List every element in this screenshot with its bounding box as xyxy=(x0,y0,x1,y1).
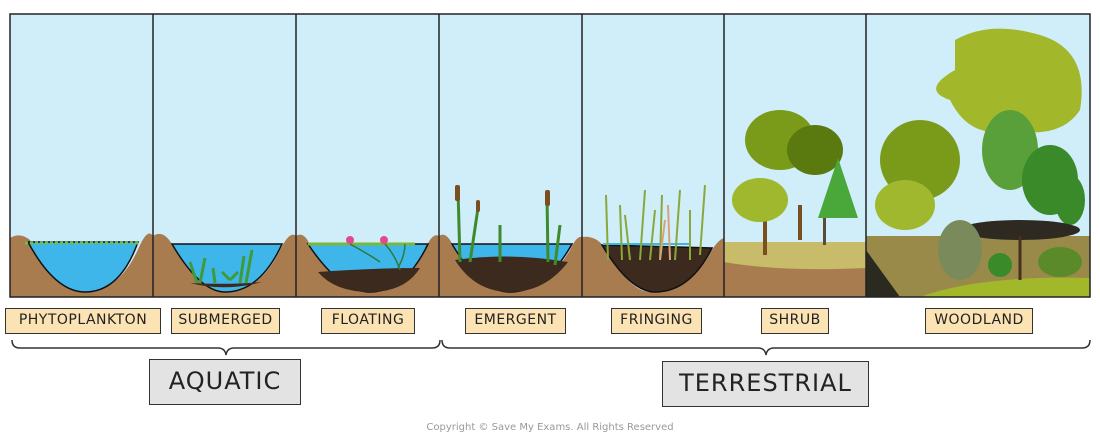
panel-shrub xyxy=(724,110,866,297)
panel-phytoplankton xyxy=(10,233,153,297)
group-label-terrestrial: TERRESTRIAL xyxy=(662,361,869,407)
panel-borders xyxy=(9,13,1091,298)
stage-label-fringing: FRINGING xyxy=(611,308,702,334)
water-lily xyxy=(346,236,354,244)
panel-floating xyxy=(296,234,439,297)
stage-label-woodland: WOODLAND xyxy=(925,308,1033,334)
stage-label-floating: FLOATING xyxy=(321,308,415,334)
stage-label-emergent: EMERGENT xyxy=(465,308,566,334)
panel-submerged xyxy=(153,233,296,297)
terrestrial-brace xyxy=(441,339,1091,356)
stage-label-submerged: SUBMERGED xyxy=(171,308,280,334)
aquatic-brace xyxy=(11,339,441,356)
copyright-text: Copyright © Save My Exams. All Rights Re… xyxy=(426,422,674,433)
panel-emergent xyxy=(439,185,582,297)
panel-fringing xyxy=(582,184,724,297)
stage-label-shrub: SHRUB xyxy=(761,308,829,334)
stage-label-phytoplankton: PHYTOPLANKTON xyxy=(5,308,161,334)
water-lily xyxy=(380,236,388,244)
panel-woodland xyxy=(866,28,1090,297)
group-label-aquatic: AQUATIC xyxy=(149,359,301,405)
